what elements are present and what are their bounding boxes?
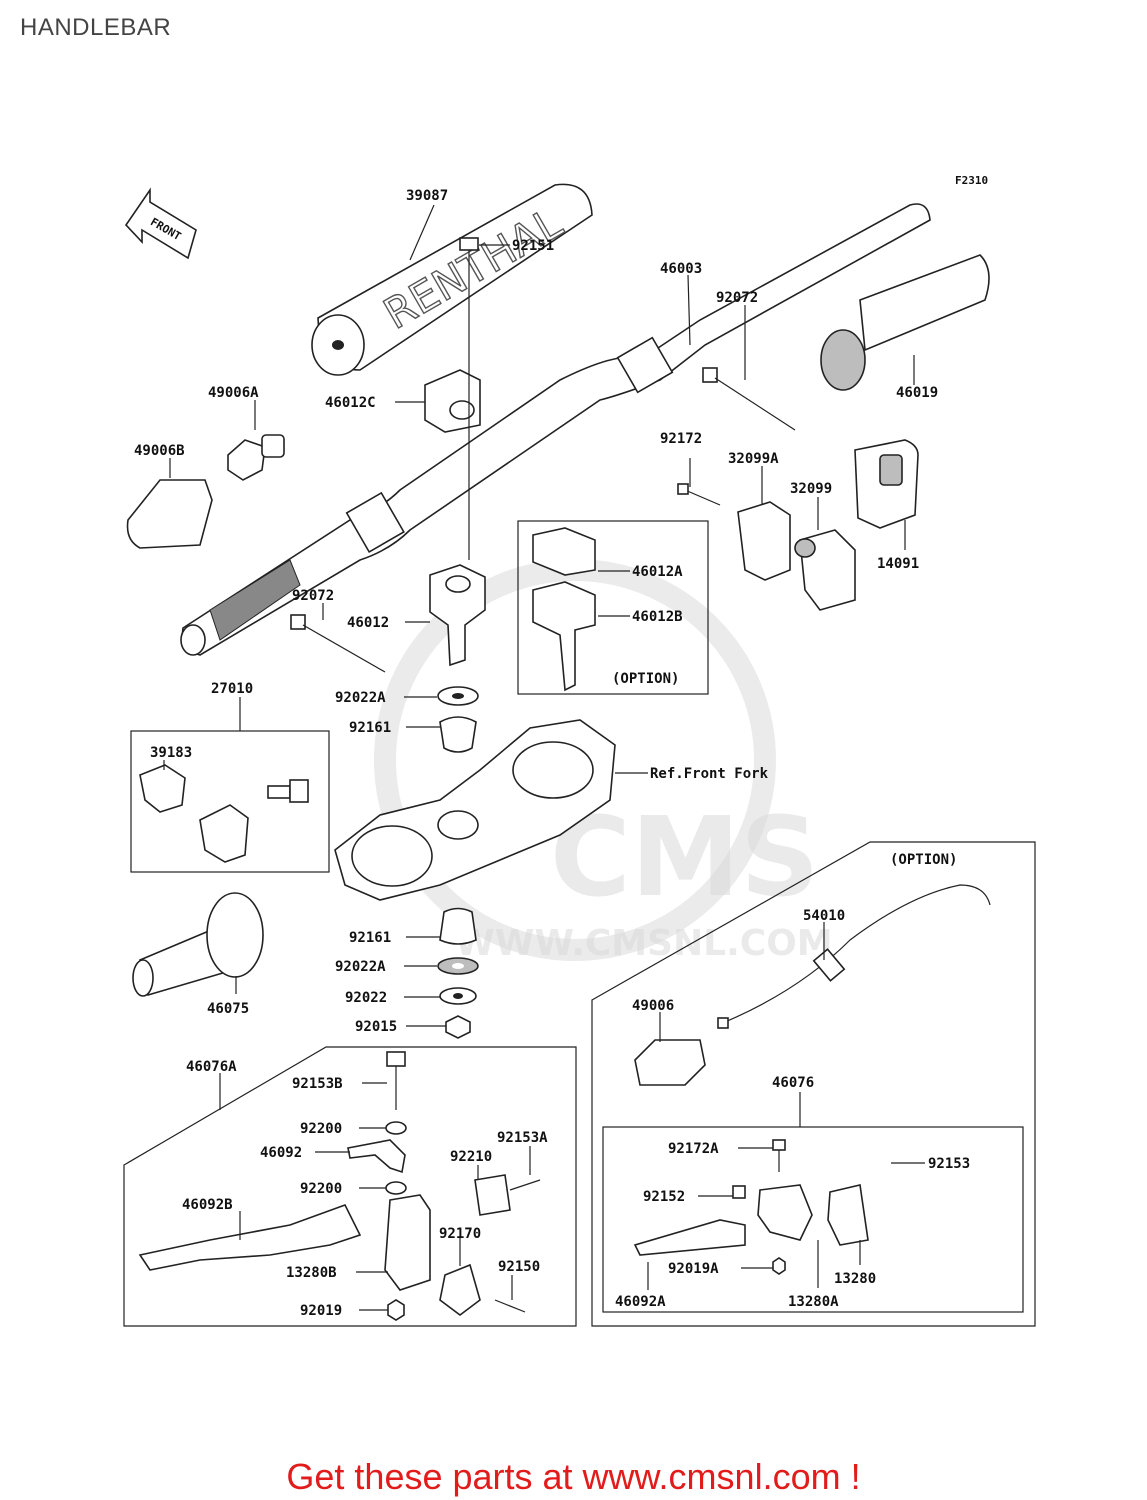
label-54010: 54010 [803,908,845,924]
housing-49006b [126,479,213,549]
label-46092: 46092 [260,1145,302,1161]
option-box-clamps [517,520,709,695]
label-92072-upper: 92072 [716,290,758,306]
label-39087: 39087 [406,188,448,204]
label-92172a: 92172A [668,1141,719,1157]
bushing-92161-lower [439,907,477,945]
clutch-cable [717,884,991,1029]
part-labels: 39087 46003 92151 92072 46012C 49006A 46… [134,188,970,1319]
cable-tie-upper [702,367,796,431]
riser-46012 [429,564,486,667]
label-92161-lower: 92161 [349,930,391,946]
lever-assembly-left [123,1046,577,1327]
label-92022a-upper: 92022A [335,690,386,706]
label-46076a: 46076A [186,1059,237,1075]
bushing-92161-upper [439,716,477,753]
label-46012b: 46012B [632,609,683,625]
label-92200-upper: 92200 [300,1121,342,1137]
label-92153: 92153 [928,1156,970,1172]
figure-code: F2310 [955,174,988,187]
label-32099a: 32099A [728,451,779,467]
label-92200-lower: 92200 [300,1181,342,1197]
label-46076: 46076 [772,1075,814,1091]
lever-assembly-right [633,1139,869,1275]
label-92019: 92019 [300,1303,342,1319]
kit-box-27010 [130,730,330,873]
label-92153a: 92153A [497,1130,548,1146]
label-92022a-lower: 92022A [335,959,386,975]
label-46012a: 46012A [632,564,683,580]
label-49006b: 49006B [134,443,185,459]
nut-92015 [445,1015,471,1039]
label-46092a: 46092A [615,1294,666,1310]
label-46092b: 46092B [182,1197,233,1213]
label-14091: 14091 [877,556,919,572]
throttle-cover [854,439,919,529]
watermark-url-text: WWW.CMSNL.COM [455,923,833,964]
label-27010: 27010 [211,681,253,697]
label-49006a: 49006A [208,385,259,401]
label-46012: 46012 [347,615,389,631]
label-92015: 92015 [355,1019,397,1035]
label-92153b: 92153B [292,1076,343,1092]
label-92170: 92170 [439,1226,481,1242]
page-title: HANDLEBAR [20,14,172,41]
grip-left [132,892,264,997]
option-label-lower: (OPTION) [890,852,957,868]
footer-link[interactable]: Get these parts at www.cmsnl.com ! [286,1456,861,1497]
cable-tie-lower [290,614,386,673]
label-13280b: 13280B [286,1265,337,1281]
adjuster-49006 [634,1039,706,1086]
label-92161-upper: 92161 [349,720,391,736]
pad-brand-text: RENTHAL [376,198,571,339]
front-arrow-icon: FRONT [124,187,197,260]
throttle-housing [737,501,856,611]
option-box-right [591,841,1036,1327]
label-92150: 92150 [498,1259,540,1275]
adjuster-49006a [227,434,285,481]
handlebar-pad: RENTHAL [311,183,593,376]
label-92072-lower: 92072 [292,588,334,604]
triple-clamp [334,719,616,901]
leader-lines [163,204,925,1311]
label-92152: 92152 [643,1189,685,1205]
watermark-logo-text: CMS [550,793,819,921]
label-46012c: 46012C [325,395,376,411]
label-92172: 92172 [660,431,702,447]
label-46003: 46003 [660,261,702,277]
handlebar-tube [180,203,931,656]
label-92210: 92210 [450,1149,492,1165]
label-92151: 92151 [512,238,554,254]
label-92022: 92022 [345,990,387,1006]
washer-92022 [439,987,477,1005]
label-46019: 46019 [896,385,938,401]
grip-right [820,254,990,391]
label-46075: 46075 [207,1001,249,1017]
washer-92022a-lower [437,957,479,975]
washer-92022a-upper [437,686,479,706]
label-32099: 32099 [790,481,832,497]
option-label-upper: (OPTION) [612,671,679,687]
watermark: CMS WWW.CMSNL.COM [374,559,833,964]
parts-diagram: CMS WWW.CMSNL.COM F2310 FRONT RENTHAL [123,174,1036,1327]
label-49006: 49006 [632,998,674,1014]
label-92019a: 92019A [668,1261,719,1277]
label-13280: 13280 [834,1271,876,1287]
label-13280a: 13280A [788,1294,839,1310]
label-39183: 39183 [150,745,192,761]
ref-front-fork: Ref.Front Fork [650,766,769,782]
bolt-92172 [677,483,721,506]
bolt-92151 [459,237,479,300]
clamp-46012c [424,369,481,433]
